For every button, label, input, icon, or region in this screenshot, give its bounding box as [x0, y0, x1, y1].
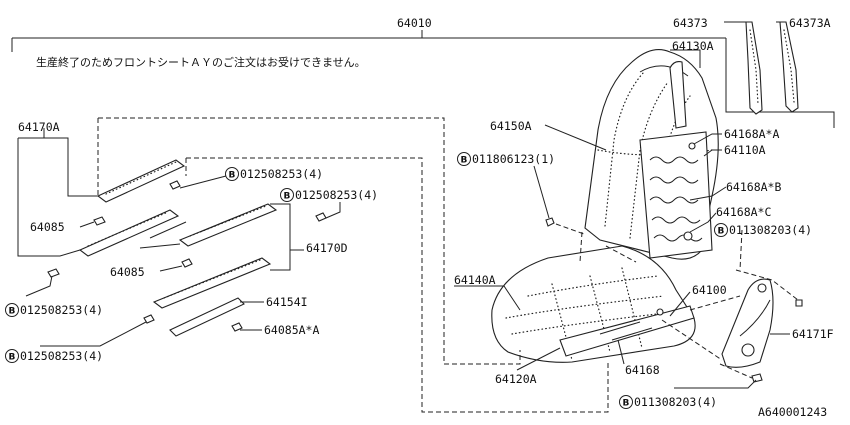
discontinued-notice: 生産終了のためフロントシートＡＹのご注文はお受けできません。 [36, 55, 366, 69]
seat-cushion [491, 245, 696, 363]
svg-text:B: B [229, 171, 236, 181]
bolt-icon [545, 217, 555, 227]
part-label-64085-upper[interactable]: 64085 [30, 220, 65, 234]
recliner-64171F [721, 278, 774, 368]
svg-text:B: B [9, 307, 16, 317]
bolt-code: 011308203(4) [729, 223, 812, 237]
part-label-64168[interactable]: 64168 [625, 363, 660, 377]
bolt-code: 011308203(4) [634, 395, 717, 409]
side-trim-64373 [745, 21, 763, 115]
part-label-64085-lower[interactable]: 64085 [110, 265, 145, 279]
rail-group-boundary [98, 117, 521, 365]
bolt-code: 012508253(4) [240, 167, 323, 181]
svg-text:B: B [623, 399, 630, 409]
bolt-icon [751, 373, 763, 383]
bolt-icon [169, 180, 181, 190]
side-trim-64373A [779, 21, 799, 113]
bolt-code: 011806123(1) [472, 152, 555, 166]
part-label-64168A-B[interactable]: 64168A*B [726, 180, 781, 194]
bolt-011806123[interactable]: B 011806123(1) [457, 152, 556, 166]
svg-text:B: B [461, 156, 468, 166]
part-label-64373A[interactable]: 64373A [789, 16, 831, 30]
seat-rail-64170A [78, 159, 187, 257]
part-label-64120A[interactable]: 64120A [495, 372, 537, 386]
bolt-012508253-d[interactable]: B 012508253(4) [5, 349, 104, 363]
bolt-012508253-c[interactable]: B 012508253(4) [5, 303, 104, 317]
part-label-64171F[interactable]: 64171F [792, 327, 834, 341]
part-label-64170D[interactable]: 64170D [306, 241, 348, 255]
bolt-012508253-b[interactable]: B 012508253(4) [280, 188, 379, 202]
part-label-64140A[interactable]: 64140A [454, 273, 496, 287]
plate-64154I [169, 297, 245, 337]
svg-text:B: B [284, 192, 291, 202]
bolt-icon [93, 216, 106, 226]
drawing-id: A640001243 [758, 405, 827, 419]
seat-rail-64170D [139, 203, 278, 309]
part-label-64100[interactable]: 64100 [692, 283, 727, 297]
part-label-64150A[interactable]: 64150A [490, 119, 532, 133]
bolt-011308203-upper[interactable]: B 011308203(4) [714, 223, 813, 237]
rail-group-boundary [186, 157, 609, 413]
part-label-64154I[interactable]: 64154I [266, 295, 308, 309]
assembly-bracket [11, 30, 835, 128]
bolt-012508253-a[interactable]: B 012508253(4) [225, 167, 324, 181]
part-label-64130A[interactable]: 64130A [672, 39, 714, 53]
part-label-64085A-A[interactable]: 64085A*A [264, 323, 319, 337]
svg-text:B: B [718, 227, 725, 237]
bolt-011308203-lower[interactable]: B 011308203(4) [619, 395, 718, 409]
part-label-64168A-C[interactable]: 64168A*C [716, 205, 771, 219]
bolt-icon [795, 299, 803, 307]
part-label-64168A-A[interactable]: 64168A*A [724, 127, 779, 141]
bolt-icon [315, 212, 327, 222]
part-label-64110A[interactable]: 64110A [724, 143, 766, 157]
bolt-icon [231, 322, 243, 332]
bolt-code: 012508253(4) [20, 303, 103, 317]
part-label-64010[interactable]: 64010 [397, 16, 432, 30]
bolt-icon [181, 258, 193, 268]
seat-back [584, 49, 719, 260]
bolt-icon [143, 314, 155, 324]
bolt-icon [47, 268, 60, 278]
part-label-64170A[interactable]: 64170A [18, 120, 60, 134]
part-label-64373[interactable]: 64373 [673, 16, 708, 30]
svg-text:B: B [9, 353, 16, 363]
bolt-code: 012508253(4) [295, 188, 378, 202]
bolt-code: 012508253(4) [20, 349, 103, 363]
